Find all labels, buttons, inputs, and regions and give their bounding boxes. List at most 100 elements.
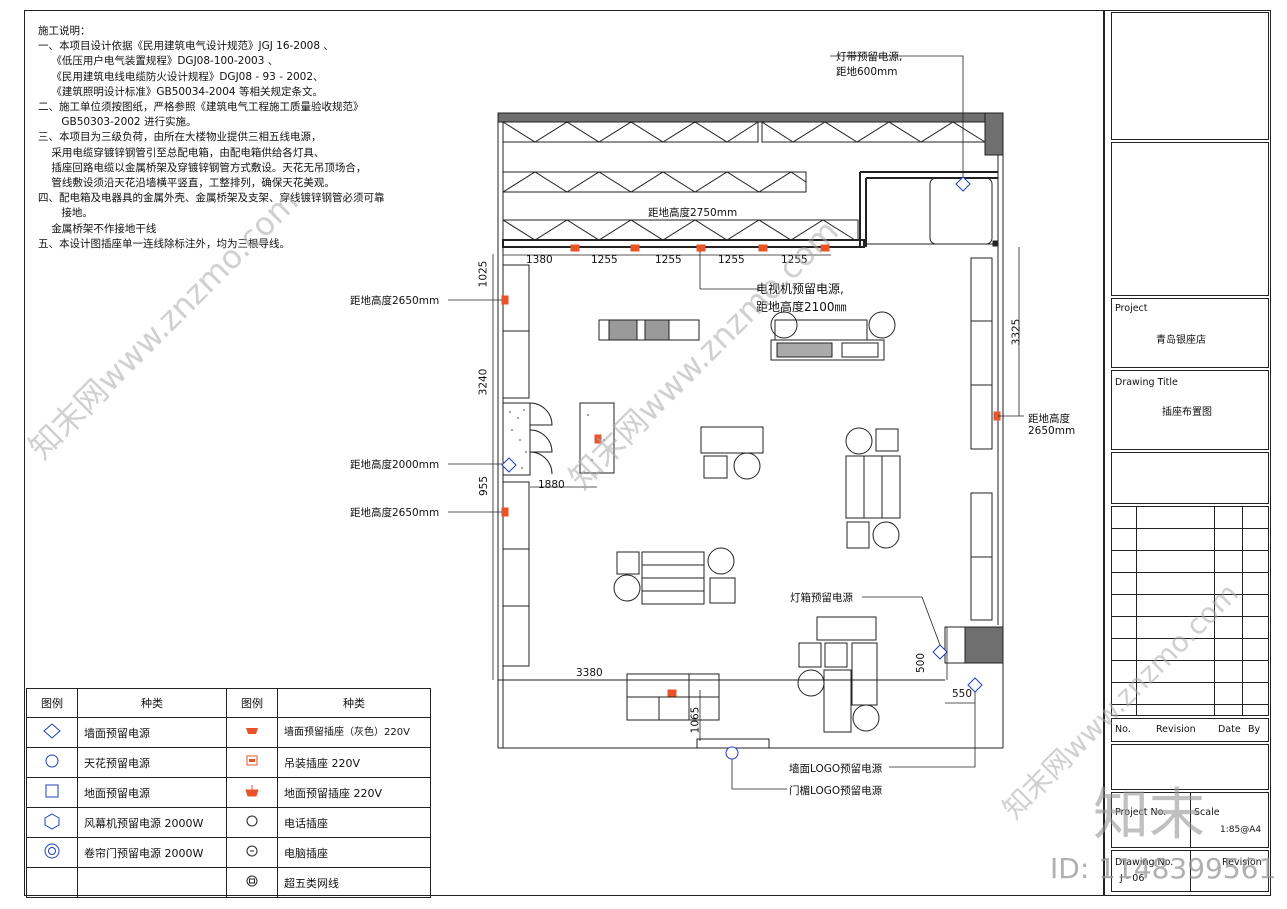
right-height-value: 2650mm	[1028, 425, 1076, 437]
dim-1065: 1065	[689, 706, 702, 734]
tv-height-label: 距地高度2100㎜	[756, 300, 847, 314]
hanging-socket-icon	[246, 755, 258, 766]
rev-by: By	[1248, 724, 1261, 735]
legend-right-label: 墙面预留插座（灰色）220V	[277, 717, 431, 748]
project-no-cell: Project No. Scale 1:85@A4	[1111, 792, 1269, 848]
right-corner-wall	[984, 112, 1004, 156]
computer-socket-icon	[246, 845, 258, 857]
rev-no: No.	[1115, 724, 1131, 735]
left-height-2000: 距地高度2000mm	[350, 459, 440, 471]
tv-power-label: 电视机预留电源,	[756, 282, 844, 296]
notes-line: 接地。	[38, 207, 93, 220]
legend-left-label: 风幕机预留电源 2000W	[77, 807, 227, 838]
phone-socket-icon	[246, 815, 258, 827]
drawing-title-cell: Drawing Title 插座布置图	[1111, 370, 1269, 450]
notes-line: 金属桥架不作接地干线	[38, 222, 157, 235]
notes-line: 三、本项目为三级负荷，由所在大楼物业提供三相五线电源，	[38, 131, 322, 144]
rev-date: Date	[1218, 724, 1241, 735]
dim-3380: 3380	[576, 667, 603, 679]
wall-socket-icon	[246, 728, 258, 734]
legend-header-type2: 种类	[277, 688, 431, 718]
notes-line: 四、配电箱及电器具的金属外壳、金属桥架及支架、穿线镀锌钢管必须可靠	[38, 192, 385, 205]
drawing-title: 插座布置图	[1162, 407, 1212, 418]
wall-power-symbol	[955, 176, 971, 192]
legend-left-label	[77, 867, 227, 898]
dim-550: 550	[952, 688, 973, 700]
drawing-frame	[24, 10, 1271, 896]
height-2750-label: 距地高度2750mm	[648, 207, 738, 219]
title-block-spacer	[1111, 452, 1269, 504]
legend-header-icon: 图例	[26, 688, 78, 718]
left-height-2650-b: 距地高度2650mm	[350, 507, 440, 519]
legend-right-label: 电话插座	[277, 807, 431, 838]
light-strip-label: 灯带预留电源,	[836, 51, 903, 63]
ceiling-power-icon	[45, 754, 59, 768]
roller-door-power-icon	[44, 843, 60, 859]
dim-1025: 1025	[477, 260, 490, 288]
notes-line: 二、施工单位须按图纸，严格参照《建筑电气工程施工质量验收规范》	[38, 101, 364, 114]
legend-right-label: 超五类网线	[277, 867, 431, 898]
watermark-id: ID: 1148399561	[1050, 852, 1277, 885]
dim-500: 500	[915, 652, 928, 674]
legend-left-label: 地面预留电源	[77, 777, 227, 808]
notes-line: 《低压用户电气装置规程》DGJ08-100-2003 、	[38, 55, 279, 68]
dim-1880: 1880	[538, 479, 565, 491]
notes-title: 施工说明：	[38, 25, 91, 37]
lightbox-power-label: 灯箱预留电源	[790, 592, 853, 604]
notes-line: 插座回路电缆以金属桥架及穿镀锌钢管方式敷设。天花无吊顶场合，	[38, 161, 367, 174]
legend-row: 超五类网线	[26, 867, 431, 898]
dim-3240: 3240	[477, 368, 490, 396]
dim-955: 955	[478, 475, 491, 497]
legend-row: 墙面预留电源 墙面预留插座（灰色）220V	[26, 717, 431, 748]
air-curtain-power-icon	[44, 813, 60, 830]
wall-logo-label: 墙面LOGO预留电源	[789, 763, 883, 775]
revision-label: Revision	[1222, 857, 1262, 868]
title-block-blank-area	[1111, 142, 1269, 296]
drawing-title-label: Drawing Title	[1115, 377, 1178, 388]
notes-line: 一、本项目设计依据《民用建筑电气设计规范》JGJ 16-2008 、	[38, 40, 334, 53]
construction-notes: 施工说明： 一、本项目设计依据《民用建筑电气设计规范》JGJ 16-2008 、…	[38, 24, 385, 252]
wall-power-icon	[43, 723, 61, 739]
rev-revision: Revision	[1156, 724, 1196, 735]
legend-header-type: 种类	[77, 688, 227, 718]
legend-table: 图例 种类 图例 种类 墙面预留电源 墙面预留插座（灰色）220V 天花预留电源…	[26, 688, 431, 898]
top-wall	[497, 112, 1004, 123]
project-label: Project	[1115, 303, 1148, 314]
drawing-no-label: Drawing No.	[1115, 857, 1174, 868]
legend-right-label: 吊装插座 220V	[277, 747, 431, 778]
legend-row: 风幕机预留电源 2000W 电话插座	[26, 807, 431, 838]
revision-header: No. Revision Date By	[1111, 718, 1269, 742]
title-block-blank2	[1111, 744, 1269, 790]
notes-line: 《民用建筑电线电缆防火设计规程》DGJ08 - 93 - 2002、	[38, 70, 324, 83]
dim-1255: 1255	[718, 254, 745, 266]
legend-row: 卷帘门预留电源 2000W 电脑插座	[26, 837, 431, 868]
door-logo-label: 门楣LOGO预留电源	[789, 785, 883, 797]
project-name: 青岛银座店	[1156, 335, 1206, 346]
project-cell: Project 青岛银座店	[1111, 298, 1269, 368]
watermark-logo: 知末	[1093, 783, 1205, 848]
revision-grid	[1111, 506, 1269, 716]
title-block: Project 青岛银座店 Drawing Title 插座布置图 No. Re…	[1103, 10, 1271, 896]
left-height-2650-a: 距地高度2650mm	[350, 295, 440, 307]
dim-3325: 3325	[1010, 318, 1023, 346]
floor-power-icon	[45, 784, 59, 798]
drawing-no-cell: Drawing No. J - 06 Revision	[1111, 850, 1269, 892]
scale-label: Scale	[1194, 807, 1220, 818]
drawing-no-value: J - 06	[1120, 873, 1145, 884]
legend-row: 天花预留电源 吊装插座 220V	[26, 747, 431, 778]
legend-left-label: 天花预留电源	[77, 747, 227, 778]
notes-line: 管线敷设须沿天花沿墙横平竖直，工整排列，确保天花美观。	[38, 177, 335, 190]
legend-header-icon2: 图例	[226, 688, 278, 718]
legend-right-label: 地面预留插座 220V	[277, 777, 431, 808]
right-height-label: 距地高度	[1028, 413, 1070, 425]
light-strip-height: 距地600mm	[836, 66, 898, 78]
dim-1255: 1255	[781, 254, 808, 266]
project-no-label: Project No.	[1115, 807, 1167, 818]
legend-left-label: 卷帘门预留电源 2000W	[77, 837, 227, 868]
dim-1255: 1255	[655, 254, 682, 266]
dim-1380: 1380	[526, 254, 553, 266]
notes-line: 五、本设计图插座单一连线除标注外，均为三根导线。	[38, 237, 290, 250]
title-block-logo-area	[1111, 12, 1269, 140]
cat5e-network-icon	[246, 875, 258, 887]
notes-line: GB50303-2002 进行实施。	[38, 116, 197, 129]
